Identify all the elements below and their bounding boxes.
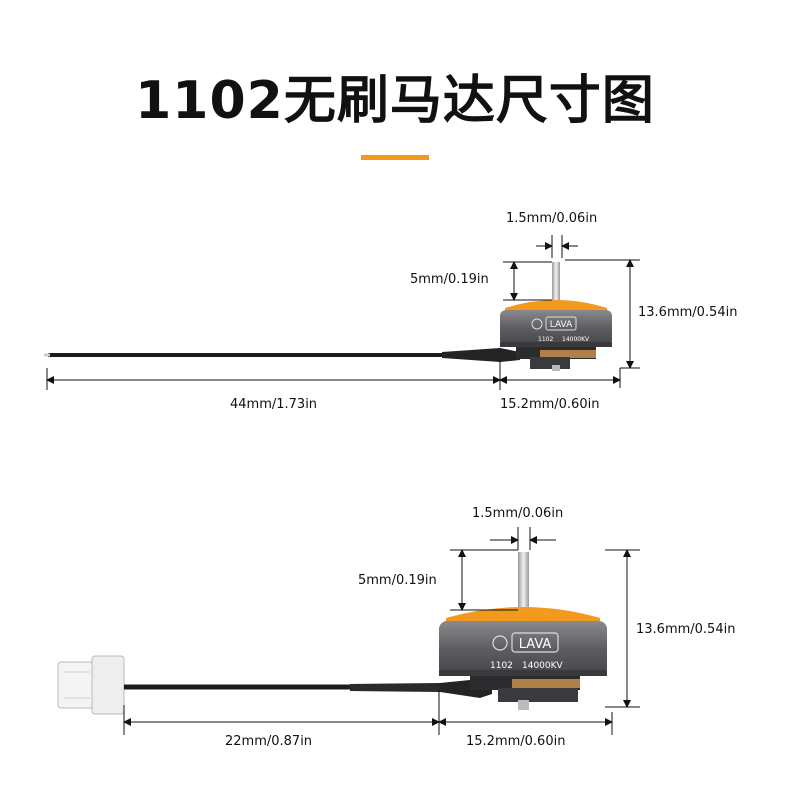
label-motor-diameter: 15.2mm/0.60in	[500, 397, 600, 412]
motor-wire	[124, 679, 492, 698]
motor-model: 1102	[490, 661, 513, 671]
motor-model: 1102	[538, 336, 553, 343]
motor-brand: LAVA	[550, 320, 573, 330]
label-shaft-diameter: 1.5mm/0.06in	[506, 211, 598, 226]
label-motor-height: 13.6mm/0.54in	[636, 622, 736, 637]
logo-icon	[492, 635, 508, 651]
logo-icon	[531, 318, 543, 330]
label-wire-length: 22mm/0.87in	[225, 734, 313, 749]
label-shaft-length: 5mm/0.19in	[410, 272, 489, 287]
dimension-lines	[46, 235, 640, 390]
motor-body: LAVA 1102 14000KV	[439, 552, 607, 710]
title-underline	[361, 155, 429, 160]
motor-connector	[57, 655, 125, 715]
dimension-lines	[123, 527, 640, 735]
motor-body: LAVA 1102 14000KV	[500, 262, 612, 371]
motor-wire	[44, 348, 520, 362]
motor-brand: LAVA	[519, 637, 552, 652]
label-shaft-length: 5mm/0.19in	[358, 573, 437, 588]
motor-shaft	[552, 262, 560, 310]
label-wire-length: 44mm/1.73in	[230, 397, 318, 412]
motor-kv: 14000KV	[522, 661, 564, 671]
motor-kv: 14000KV	[562, 336, 590, 343]
label-shaft-diameter: 1.5mm/0.06in	[472, 506, 564, 521]
motor-shaft	[518, 552, 529, 618]
label-motor-height: 13.6mm/0.54in	[638, 305, 738, 320]
page-title: 1102无刷马达尺寸图	[135, 71, 655, 131]
label-motor-diameter: 15.2mm/0.60in	[466, 734, 566, 749]
